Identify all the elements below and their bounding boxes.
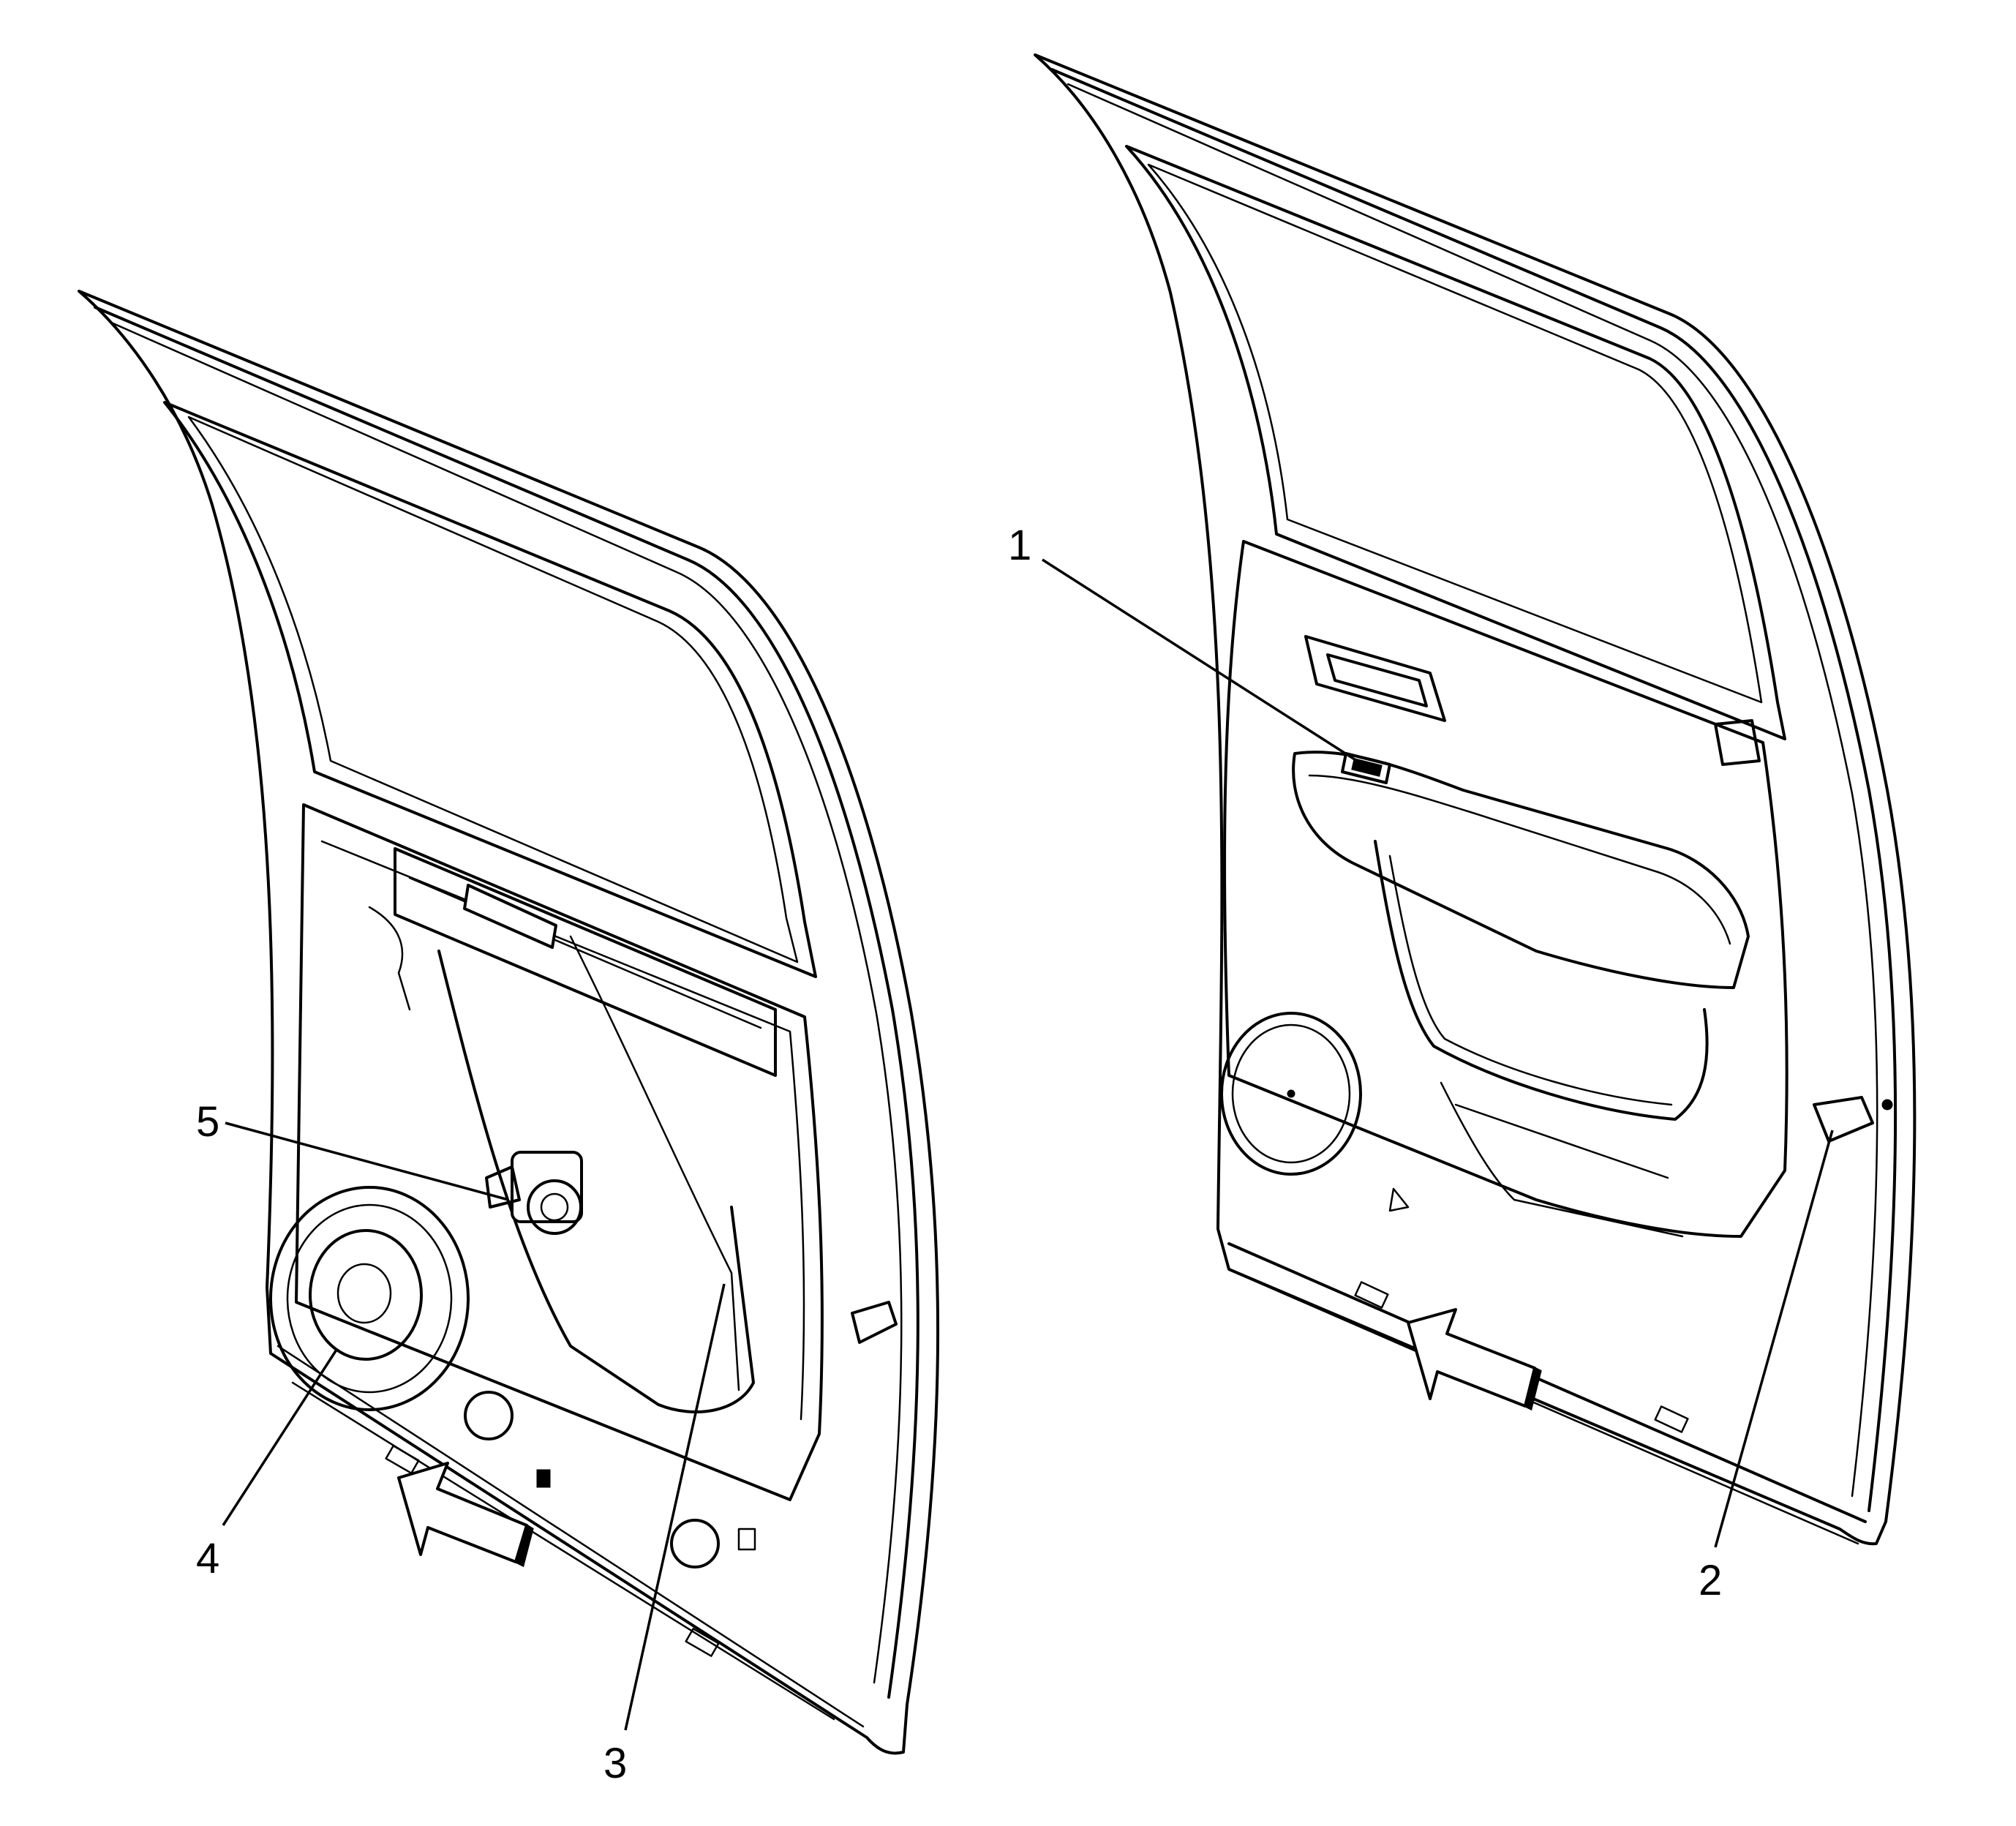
right-door-trim-panel — [1223, 540, 1789, 1238]
left-door-window-frame — [163, 401, 817, 978]
callout-3-label: 3 — [603, 1740, 627, 1787]
callout-5-label: 5 — [196, 1098, 219, 1146]
right-door-armrest — [1292, 751, 1750, 989]
right-door-outer-shell — [1034, 53, 1917, 1546]
callout-2-label: 2 — [1699, 1557, 1722, 1604]
callout-1: 1 — [1008, 522, 1358, 762]
left-speaker — [269, 1186, 470, 1411]
window-switch — [1341, 752, 1391, 784]
left-door-inner-view — [78, 290, 940, 1755]
left-door-outer-shell — [78, 290, 940, 1755]
callout-5: 5 — [196, 1098, 509, 1201]
callout-1-label: 1 — [1008, 522, 1031, 569]
door-handle-bezel — [1304, 635, 1446, 722]
right-forward-arrow — [1407, 1308, 1536, 1408]
callout-3: 3 — [603, 1283, 726, 1787]
right-door-trim-view — [1034, 53, 1917, 1546]
callout-4: 4 — [196, 1349, 338, 1582]
left-door-inner-panel — [295, 803, 824, 1501]
window-motor — [485, 1151, 583, 1235]
callout-4-label: 4 — [196, 1535, 219, 1582]
door-check-strap — [1813, 1096, 1893, 1143]
callout-2: 2 — [1699, 1130, 1834, 1604]
right-speaker-grille — [1220, 1012, 1362, 1176]
right-door-window-frame — [1125, 145, 1786, 740]
